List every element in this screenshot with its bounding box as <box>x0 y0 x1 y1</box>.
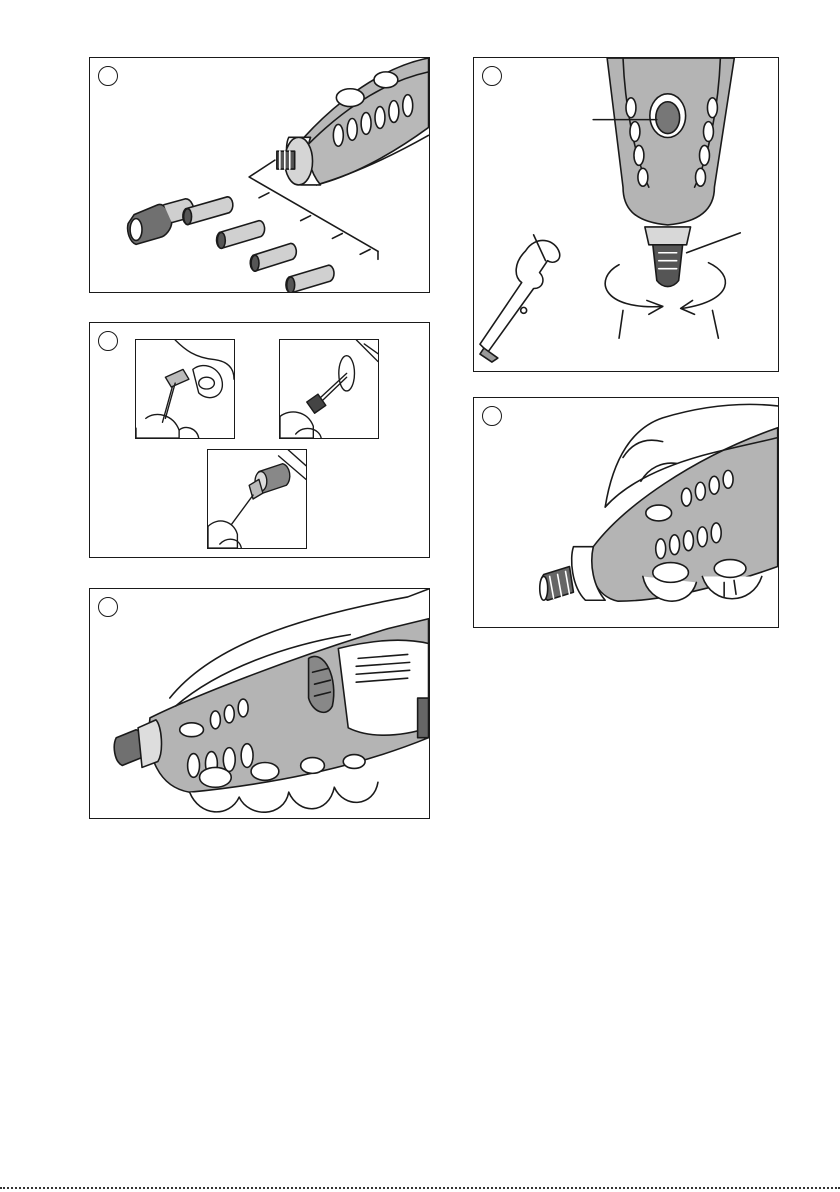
cutting-wheel-illustration <box>280 340 378 438</box>
hand-holding-tool-illustration <box>90 589 429 818</box>
step-number-circle <box>98 66 118 86</box>
sub-image-bottom <box>207 449 307 549</box>
collets-illustration <box>90 58 429 292</box>
sub-image-left <box>135 339 235 439</box>
step-number-circle <box>98 597 118 617</box>
page-bottom-rule <box>0 1187 840 1189</box>
tightening-collet-nut-illustration <box>208 450 306 548</box>
panel-insert-accessories <box>89 322 430 558</box>
hand-inserting-bit-illustration <box>136 340 234 438</box>
panel-pencil-grip <box>89 588 430 819</box>
panel-collets <box>89 57 430 293</box>
hand-golf-grip-illustration <box>474 398 778 627</box>
sub-image-right <box>279 339 379 439</box>
spindle-lock-illustration <box>474 58 778 371</box>
panel-golf-grip <box>473 397 779 628</box>
step-number-circle <box>482 406 502 426</box>
panel-spindle-lock <box>473 57 779 372</box>
step-number-circle <box>98 331 118 351</box>
step-number-circle <box>482 66 502 86</box>
